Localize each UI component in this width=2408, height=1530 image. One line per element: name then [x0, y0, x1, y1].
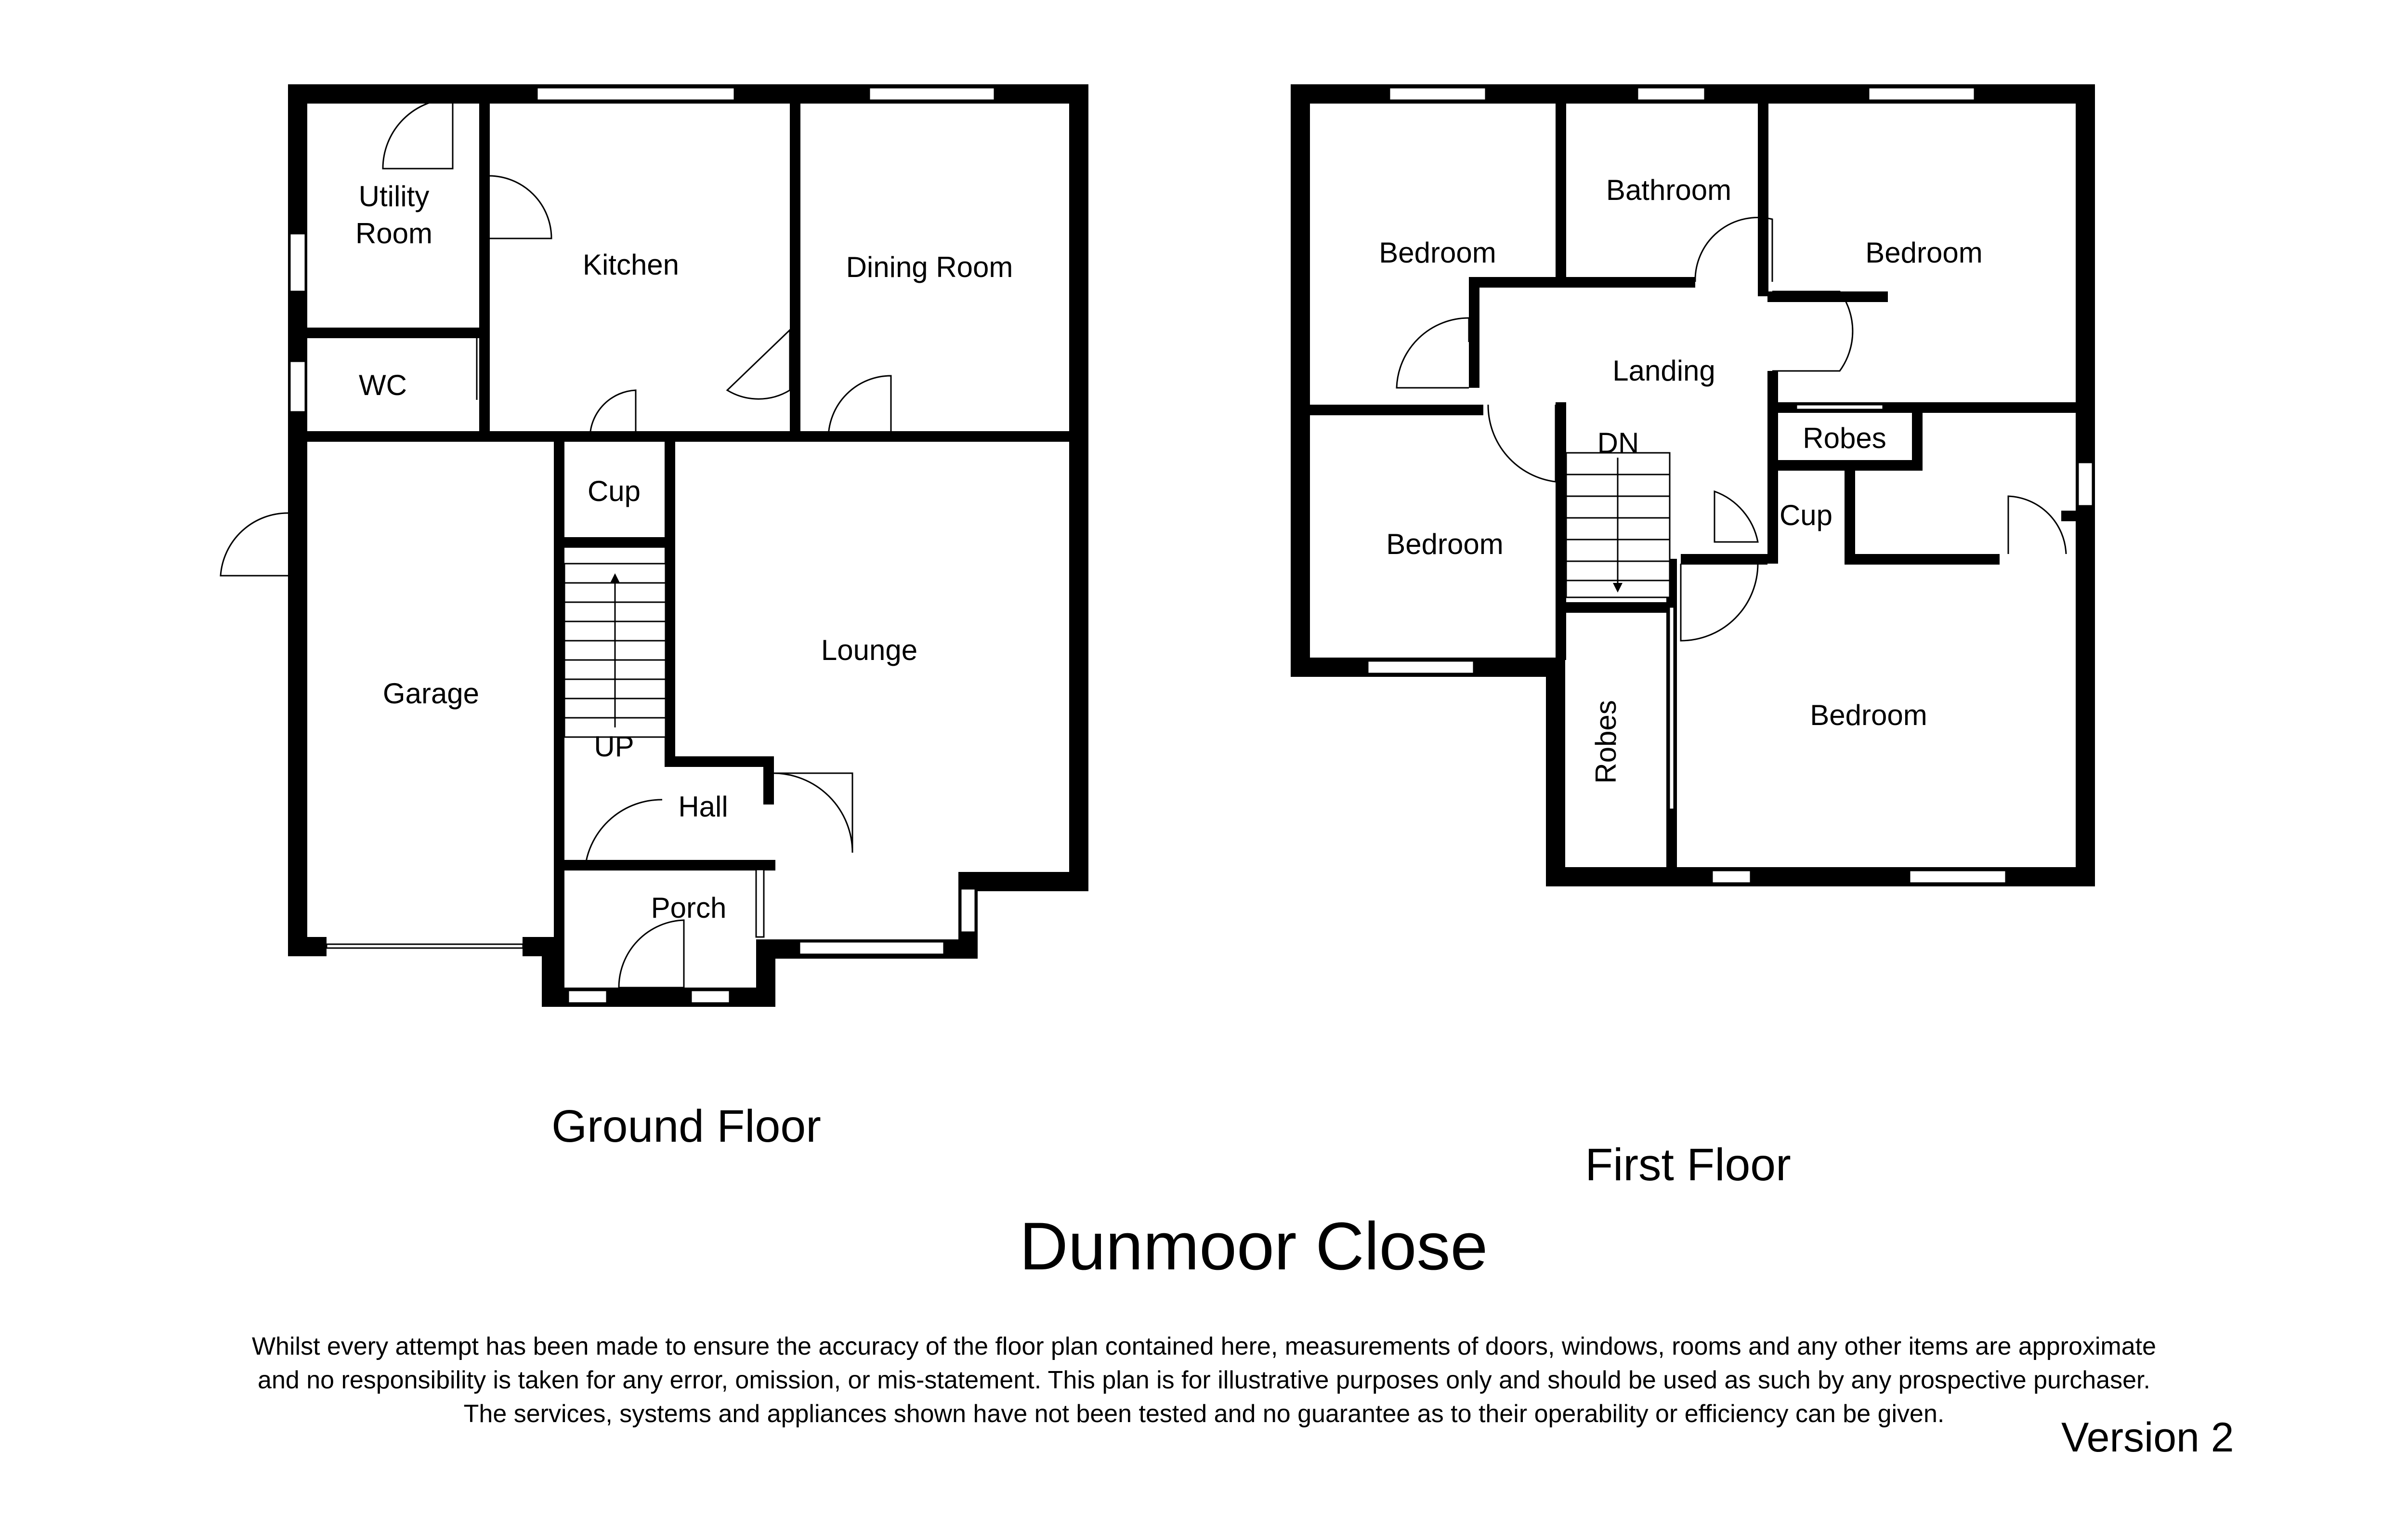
- room-label-robes-small: Robes: [1803, 422, 1886, 454]
- room-label-bathroom: Bathroom: [1606, 174, 1731, 206]
- room-label-landing: Landing: [1612, 355, 1715, 387]
- room-label-bedroom-w: Bedroom: [1386, 528, 1503, 560]
- ground-floor-room-labels: Utility Room Kitchen Dining Room WC Cup …: [355, 180, 1013, 924]
- version-label: Version 2: [2061, 1414, 2234, 1461]
- first-floor-windows: [1367, 87, 2094, 884]
- ground-floor-plan: Utility Room Kitchen Dining Room WC Cup …: [220, 84, 1088, 1152]
- first-floor-title: First Floor: [1585, 1139, 1791, 1190]
- disclaimer-line-3: The services, systems and appliances sho…: [463, 1400, 1945, 1428]
- disclaimer-text: Whilst every attempt has been made to en…: [96, 1330, 2312, 1431]
- room-label-lounge: Lounge: [821, 634, 917, 666]
- room-label-robes-tall: Robes: [1590, 700, 1622, 783]
- stair-label-up: UP: [594, 730, 634, 763]
- first-floor-doors: [1396, 217, 2067, 642]
- room-label-bedroom-se: Bedroom: [1810, 699, 1927, 731]
- room-label-cupboard: Cup: [588, 475, 641, 507]
- room-label-utility-line1: Utility: [359, 180, 430, 212]
- first-floor-plan: Bedroom Bathroom Bedroom Landing DN Robe…: [1291, 84, 2095, 1190]
- room-label-cupboard-first: Cup: [1780, 499, 1832, 531]
- first-floor-staircase: [1565, 452, 1671, 598]
- disclaimer-line-2: and no responsibility is taken for any e…: [258, 1366, 2150, 1394]
- room-label-wc: WC: [359, 369, 407, 401]
- room-label-kitchen: Kitchen: [583, 249, 679, 281]
- ground-floor-doors: [220, 98, 892, 989]
- room-label-bedroom-nw: Bedroom: [1379, 237, 1496, 269]
- first-floor-room-labels: Bedroom Bathroom Bedroom Landing DN Robe…: [1379, 174, 1982, 784]
- ground-floor-title: Ground Floor: [551, 1101, 821, 1152]
- ground-floor-staircase: [563, 563, 667, 738]
- stair-label-dn: DN: [1597, 427, 1639, 459]
- plan-title: Dunmoor Close: [1020, 1208, 1488, 1284]
- room-label-dining-room: Dining Room: [846, 251, 1013, 283]
- room-label-hall: Hall: [678, 791, 728, 823]
- room-label-bedroom-ne: Bedroom: [1865, 237, 1982, 269]
- disclaimer-line-1: Whilst every attempt has been made to en…: [251, 1332, 2157, 1360]
- room-label-porch: Porch: [651, 892, 727, 924]
- room-label-garage: Garage: [383, 677, 479, 710]
- room-label-utility-line2: Room: [355, 217, 432, 250]
- ground-floor-windows: [289, 87, 995, 1004]
